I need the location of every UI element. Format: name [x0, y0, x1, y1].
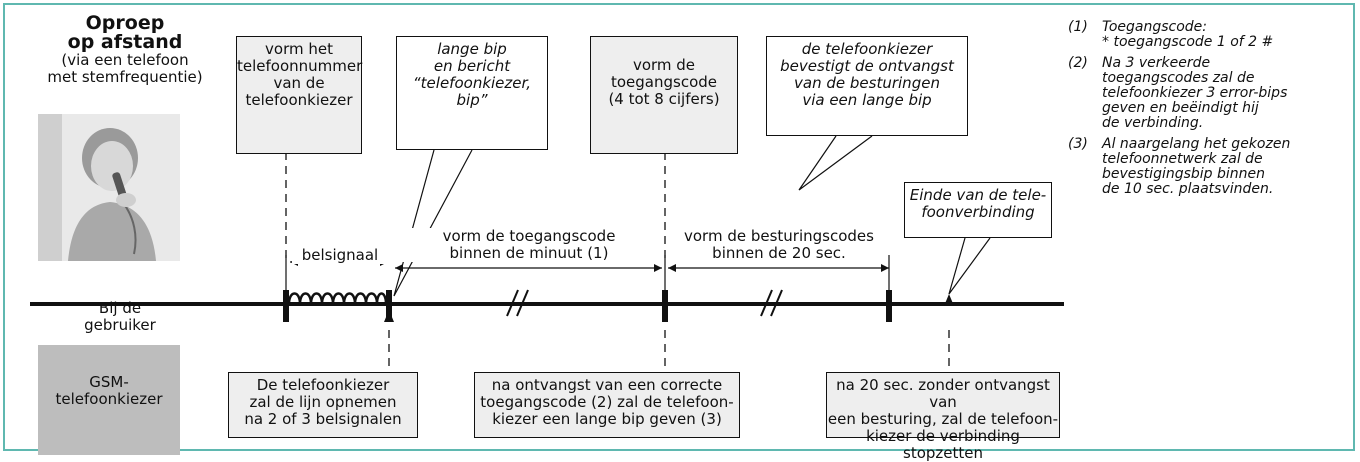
- marker-commands: [886, 290, 892, 322]
- footnote-line: telefoonkiezer 3 error-bips: [1102, 85, 1288, 101]
- callout-tail: [948, 237, 991, 295]
- callout-tail: [393, 149, 473, 297]
- left-title: Oproep op afstand: [20, 14, 230, 52]
- box-line: telefoonkiezer: [245, 91, 353, 109]
- break-mark: [760, 289, 773, 317]
- arrow-up: [944, 294, 954, 306]
- box-line: vorm het: [265, 40, 333, 58]
- box-line: vorm de: [632, 56, 696, 74]
- break-mark: [516, 289, 529, 317]
- label-dial-commands: vorm de besturingscodes binnen de 20 sec…: [670, 228, 888, 262]
- step-pickup: De telefoonkiezer zal de lijn opnemen na…: [228, 372, 418, 438]
- box-line: toegangscode: [610, 73, 718, 91]
- footnote-line: * toegangscode 1 of 2 #: [1102, 34, 1274, 50]
- box-line: kiezer de verbinding stopzetten: [866, 427, 1020, 462]
- step-timeout: na 20 sec. zonder ontvangst van een best…: [826, 372, 1060, 462]
- footnote-line: Na 3 verkeerde: [1102, 55, 1211, 71]
- step-code-accepted: na ontvangst van een correcte toegangsco…: [474, 372, 740, 438]
- label-ringing: belsignaal: [292, 247, 388, 264]
- left-subtitle-line: met stemfrequentie): [47, 68, 203, 86]
- label-line: vorm de besturingscodes: [684, 227, 874, 245]
- footnote-line: toegangscodes zal de: [1102, 70, 1255, 86]
- footnote-line: geven en beëindigt hij: [1102, 100, 1259, 116]
- box-line: een besturing, zal de telefoon-: [827, 410, 1059, 428]
- left-subtitle: (via een telefoon met stemfrequentie): [20, 52, 230, 86]
- gsm-label-line: telefoonkiezer: [55, 390, 163, 408]
- footnote-number: (3): [1068, 136, 1088, 152]
- break-mark: [770, 289, 783, 317]
- footnote-number: (1): [1068, 19, 1088, 35]
- box-line: telefoonnummer: [237, 57, 363, 75]
- callout-confirm-commands: de telefoonkiezer bevestigt de ontvangst…: [766, 36, 968, 136]
- footnote-line: Al naargelang het gekozen: [1102, 136, 1291, 152]
- break-mark: [506, 289, 519, 317]
- marker-ring-start: [283, 290, 289, 322]
- label-dial-code: vorm de toegangscode binnen de minuut (1…: [398, 228, 660, 262]
- callout-end-of-call: Einde van de tele- foonverbinding: [904, 182, 1052, 238]
- left-title-line: Oproep: [85, 12, 165, 34]
- gsm-dialer-label: GSM- telefoonkiezer: [38, 345, 180, 455]
- label-line: binnen de minuut (1): [449, 244, 609, 262]
- step-dial-code: vorm de toegangscode (4 tot 8 cijfers): [590, 36, 738, 154]
- marker-pickup: [386, 290, 392, 322]
- box-line: via een lange bip: [802, 91, 932, 109]
- marker-code-ok: [662, 290, 668, 322]
- box-line: de telefoonkiezer: [801, 40, 933, 58]
- user-side-label-line: gebruiker: [84, 316, 156, 334]
- footnote-line: bevestigingsbip binnen: [1102, 166, 1266, 182]
- user-side-label-line: Bij de: [98, 299, 142, 317]
- footnote-line: de verbinding.: [1102, 115, 1204, 131]
- left-subtitle-line: (via een telefoon: [61, 51, 189, 69]
- footnote-line: Toegangscode:: [1102, 19, 1207, 35]
- box-line: (4 tot 8 cijfers): [608, 90, 720, 108]
- footnote: (1) Toegangscode: * toegangscode 1 of 2 …: [1068, 20, 1353, 50]
- figure-frame: [3, 3, 1355, 451]
- box-line: bip”: [456, 91, 488, 109]
- box-line: na 20 sec. zonder ontvangst van: [836, 376, 1050, 411]
- label-line: binnen de 20 sec.: [712, 244, 846, 262]
- box-line: bevestigt de ontvangst: [780, 57, 954, 75]
- footnote-number: (2): [1068, 55, 1088, 71]
- box-line: foonverbinding: [921, 203, 1035, 221]
- box-line: lange bip: [437, 40, 507, 58]
- callout-tail: [798, 135, 873, 191]
- user-side-label: Bij de gebruiker: [20, 300, 220, 334]
- box-line: van de: [273, 74, 325, 92]
- ring-coil: [287, 292, 388, 305]
- box-line: zal de lijn opnemen: [249, 393, 397, 411]
- step-dial-number: vorm het telefoonnummer van de telefoonk…: [236, 36, 362, 154]
- callout-long-beep: lange bip en bericht “telefoonkiezer, bi…: [396, 36, 548, 150]
- box-line: kiezer een lange bip geven (3): [492, 410, 722, 428]
- box-line: “telefoonkiezer,: [412, 74, 532, 92]
- footnote-line: telefoonnetwerk zal de: [1102, 151, 1263, 167]
- box-line: toegangscode (2) zal de telefoon-: [480, 393, 734, 411]
- left-title-line: op afstand: [67, 31, 183, 53]
- footnotes: (1) Toegangscode: * toegangscode 1 of 2 …: [1068, 20, 1353, 203]
- arrow-up: [384, 310, 394, 322]
- box-line: na ontvangst van een correcte: [491, 376, 723, 394]
- gsm-label-line: GSM-: [89, 373, 129, 391]
- box-line: na 2 of 3 belsignalen: [244, 410, 402, 428]
- box-line: De telefoonkiezer: [256, 376, 390, 394]
- footnote-line: de 10 sec. plaatsvinden.: [1102, 181, 1274, 197]
- box-line: van de besturingen: [794, 74, 940, 92]
- footnote: (2) Na 3 verkeerde toegangscodes zal de …: [1068, 56, 1353, 131]
- footnote: (3) Al naargelang het gekozen telefoonne…: [1068, 137, 1353, 197]
- box-line: Einde van de tele-: [909, 186, 1047, 204]
- caller-photo: [38, 114, 180, 261]
- label-line: vorm de toegangscode: [442, 227, 616, 245]
- person-on-phone-icon: [38, 114, 180, 261]
- box-line: en bericht: [433, 57, 511, 75]
